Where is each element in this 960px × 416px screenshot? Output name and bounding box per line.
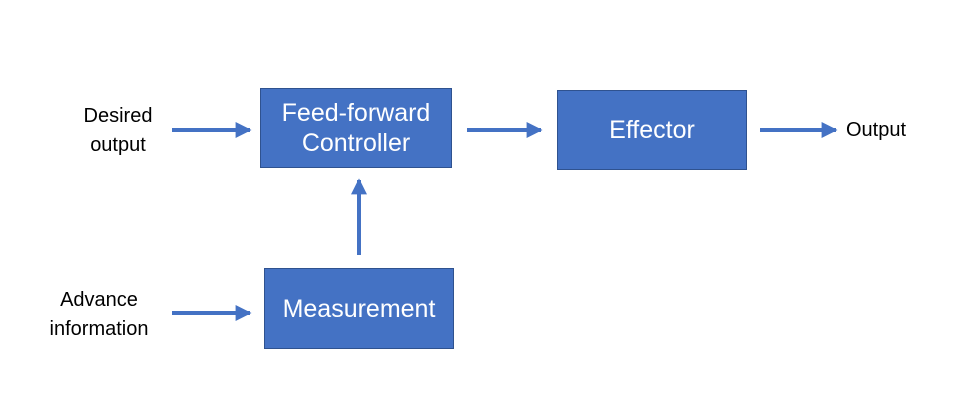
effector-label: Effector: [609, 116, 695, 144]
advance-information-line2: information: [49, 318, 149, 340]
feedforward-controller-block: Feed-forward Controller: [260, 88, 452, 168]
desired-output-label: Desired output: [70, 102, 166, 160]
advance-information-label: Advance information: [34, 286, 164, 344]
desired-output-line2: output: [90, 134, 146, 156]
measurement-label: Measurement: [282, 294, 436, 323]
feedforward-controller-line1: Feed-forward: [281, 99, 431, 127]
effector-block: Effector: [557, 90, 747, 170]
output-label: Output: [846, 119, 907, 141]
desired-output-line1: Desired: [83, 105, 153, 127]
feedforward-controller-line2: Controller: [301, 129, 411, 157]
advance-information-line1: Advance: [60, 289, 138, 311]
measurement-block: Measurement: [264, 268, 454, 349]
